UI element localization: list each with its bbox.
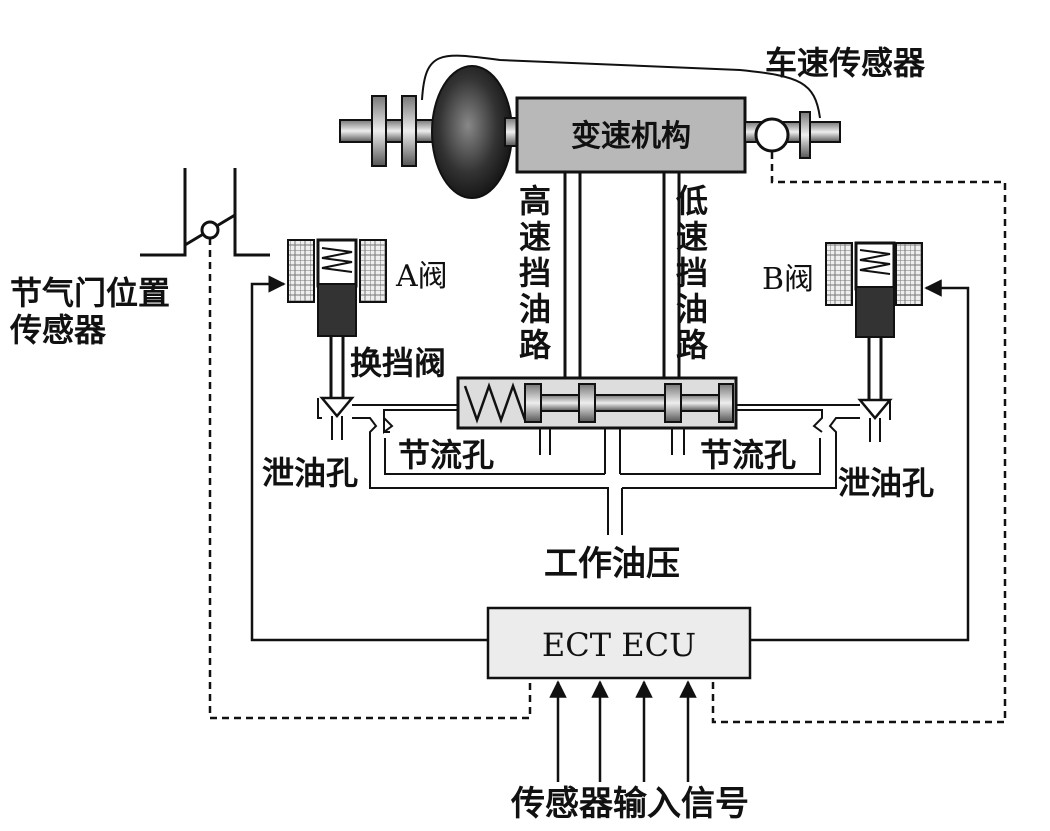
- signal-throttle-to-ecu: [208, 238, 532, 720]
- svg-text:油: 油: [676, 290, 708, 328]
- svg-text:速: 速: [519, 218, 551, 256]
- torque-converter: [431, 65, 513, 199]
- transmission-mechanism-box: [515, 96, 747, 174]
- speed-sensor-rotor: [754, 117, 790, 153]
- svg-text:路: 路: [676, 326, 709, 364]
- svg-text:低: 低: [676, 182, 708, 220]
- drain-right-label: 泄油孔: [838, 464, 934, 502]
- svg-text:路: 路: [519, 326, 552, 364]
- throttle-position-sensor: [140, 168, 270, 257]
- ecu-box: [486, 606, 752, 680]
- high-gear-line-label: 高 速 挡 油 路: [519, 182, 552, 364]
- valve-a-solenoid: [287, 238, 387, 418]
- hydraulic-lines: [317, 398, 891, 535]
- ecu-label: ECT ECU: [542, 626, 696, 664]
- gear-oil-lines: [563, 172, 681, 380]
- throttle-sensor-label-line1: 节气门位置: [10, 274, 170, 312]
- drain-left-label: 泄油孔: [262, 454, 358, 492]
- shift-valve: [456, 376, 738, 430]
- working-pressure-label: 工作油压: [544, 544, 680, 584]
- low-gear-line-label: 低 速 挡 油 路: [676, 182, 709, 364]
- svg-text:挡: 挡: [519, 254, 551, 292]
- orifice-left-label: 节流孔: [398, 436, 494, 474]
- signal-speed-sensor-to-ecu: [711, 152, 1007, 724]
- sensor-input-arrows: [549, 680, 697, 782]
- svg-text:挡: 挡: [676, 254, 708, 292]
- sensor-inputs-label: 传感器输入信号: [510, 784, 749, 824]
- valve-a-label: A阀: [395, 259, 448, 294]
- signal-ecu-to-valve-b: [750, 279, 970, 642]
- valve-b-label: B阀: [762, 262, 814, 297]
- drivetrain: 变速机构: [339, 54, 841, 199]
- signal-ecu-to-valve-a: [250, 275, 488, 642]
- svg-text:油: 油: [519, 290, 551, 328]
- svg-text:高: 高: [519, 182, 551, 220]
- shift-valve-label: 换挡阀: [350, 344, 446, 382]
- vehicle-speed-sensor-label: 车速传感器: [765, 44, 926, 82]
- valve-b-solenoid: [825, 241, 923, 420]
- orifice-right-label: 节流孔: [700, 436, 796, 474]
- transmission-mechanism-label: 变速机构: [571, 119, 691, 154]
- svg-text:速: 速: [676, 218, 708, 256]
- throttle-sensor-label-line2: 传感器: [9, 311, 107, 349]
